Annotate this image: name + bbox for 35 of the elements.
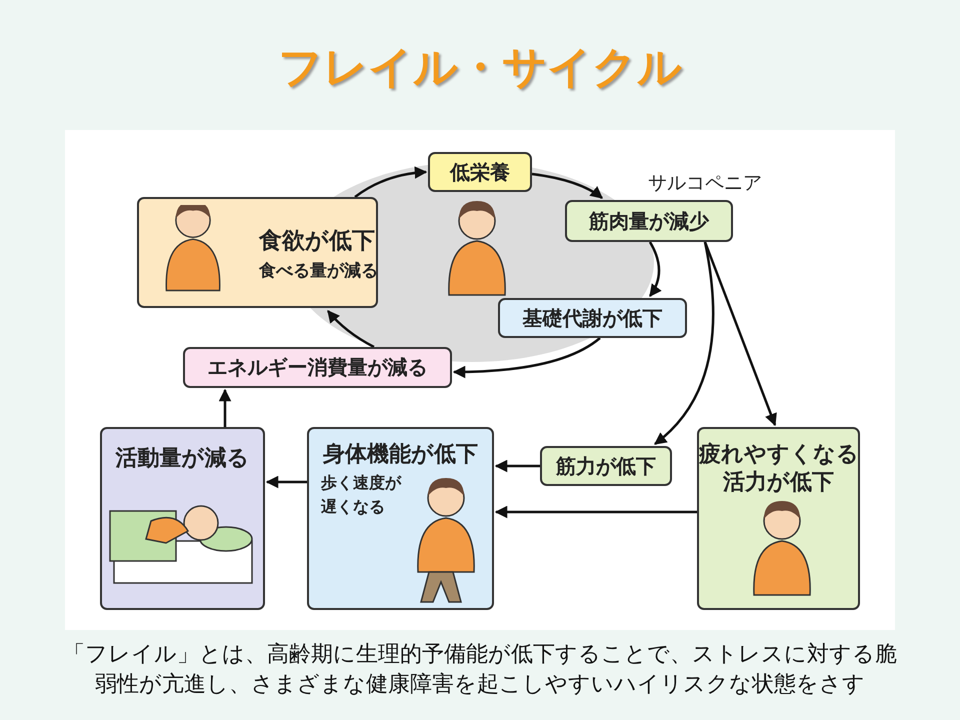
box-text: 低栄養 [448,159,511,186]
box-text: 食欲が低下 [259,227,375,256]
box-text: 筋肉量が減少 [588,208,710,235]
illustrated-box [137,197,378,308]
arrow [266,476,307,488]
process-box [540,446,672,486]
process-box [183,347,452,388]
arrow [218,388,232,427]
arrow [704,242,777,426]
arrow [494,460,540,472]
sub-text: 歩く速度が遅くなる [321,472,401,518]
caption: 「フレイル」とは、高齢期に生理的予備能が低下することで、ストレスに対する脆弱性が亢進し、さまざまな健康障害を起こしやすいハイリスクな状態をさす [62,641,898,699]
arrow [327,310,375,348]
side-label: サルコペニア [648,171,762,196]
box-text: エネルギー消費量が減る [206,354,428,381]
arrow [654,242,714,445]
process-box [565,200,733,242]
box-text: 活動量が減る [114,445,250,473]
box-text: 疲れやすくなる [699,441,858,469]
box-text: 身体機能が低下 [322,441,479,469]
illustrated-box [697,427,860,610]
illustrated-box [100,427,265,610]
box-text: 筋力が低下 [555,453,657,480]
box-text: 基礎代謝が低下 [522,305,664,332]
illustrated-box [307,427,494,610]
arrow [532,172,603,199]
arrow [494,506,697,518]
title: フレイル・サイクル [277,41,683,95]
process-box [428,152,532,192]
sub-text: 活力が低下 [722,469,835,497]
arrow [452,337,601,378]
arrow [354,166,428,198]
arrow [648,241,662,298]
process-box [498,298,687,338]
sub-text: 食べる量が減る [259,260,378,282]
